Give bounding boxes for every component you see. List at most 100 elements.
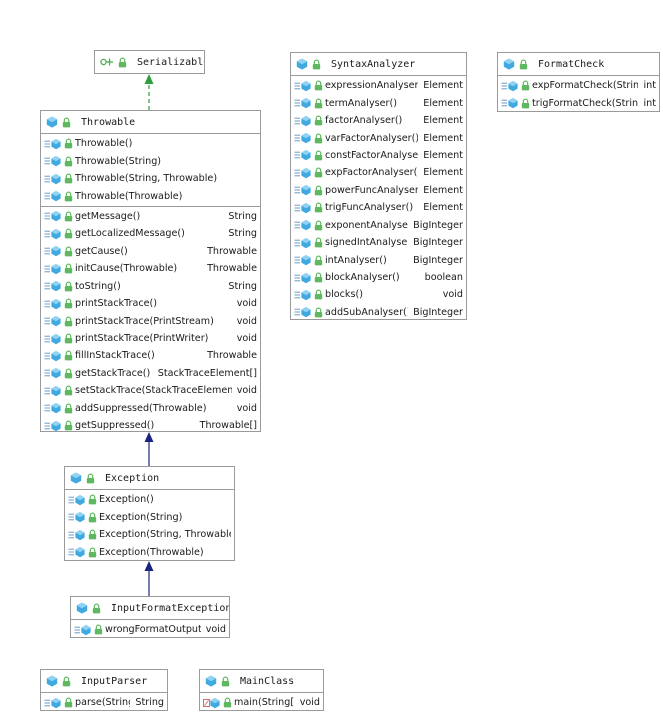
member-name: getSuppressed(): [75, 420, 155, 432]
member-return-type: StackTraceElement[]: [157, 367, 257, 379]
method-icon: [44, 173, 62, 185]
member-name: expFormatCheck(String): [532, 80, 639, 92]
member-row[interactable]: fillInStackTrace()Throwable: [41, 347, 260, 364]
class-box-syntaxanalyzer[interactable]: SyntaxAnalyzer expressionAnalyser()Elemen…: [290, 52, 467, 320]
lock-icon: [64, 246, 73, 257]
lock-icon: [64, 156, 73, 167]
member-row[interactable]: wrongFormatOutput()void: [71, 621, 229, 638]
member-row[interactable]: factorAnalyser()Element: [291, 112, 466, 129]
member-name: parse(String): [75, 697, 130, 709]
member-row[interactable]: expFormatCheck(String)int: [498, 77, 659, 94]
class-icon: [46, 675, 58, 687]
method-icon: [294, 289, 312, 301]
method-icon: [44, 350, 62, 362]
member-row[interactable]: addSuppressed(Throwable)void: [41, 400, 260, 417]
lock-icon: [314, 307, 323, 318]
member-row[interactable]: getStackTrace()StackTraceElement[]: [41, 365, 260, 382]
member-row[interactable]: blocks()void: [291, 286, 466, 303]
member-return-type: String: [135, 697, 164, 709]
member-row[interactable]: signedIntAnalyser()BigInteger: [291, 234, 466, 251]
member-name: constFactorAnalyser(): [325, 149, 419, 161]
member-row[interactable]: Throwable(): [41, 135, 260, 152]
lock-icon: [64, 228, 73, 239]
member-row[interactable]: getMessage()String: [41, 208, 260, 225]
lock-icon: [88, 529, 97, 540]
lock-icon: [88, 512, 97, 523]
lock-icon: [64, 697, 73, 708]
lock-icon: [223, 697, 232, 708]
member-row[interactable]: exponentAnalyser()BigInteger: [291, 217, 466, 234]
member-row[interactable]: Throwable(String, Throwable): [41, 170, 260, 187]
lock-icon: [64, 316, 73, 327]
member-return-type: int: [643, 97, 656, 109]
member-row[interactable]: powerFuncAnalyser()Element: [291, 182, 466, 199]
member-name: Throwable(): [75, 138, 133, 150]
method-icon: [294, 132, 312, 144]
extends-arrow-exception-throwable: [144, 432, 154, 466]
class-name: InputParser: [81, 675, 148, 687]
member-name: addSubAnalyser(): [325, 306, 409, 318]
member-return-type: Element: [423, 167, 463, 179]
class-name: SyntaxAnalyzer: [331, 58, 416, 70]
member-row[interactable]: getLocalizedMessage()String: [41, 225, 260, 242]
implements-arrow-throwable-serializable: [144, 74, 154, 110]
class-icon: [503, 58, 515, 70]
member-row[interactable]: expFactorAnalyser() Element: [291, 164, 466, 181]
member-return-type: Throwable[]: [199, 420, 257, 432]
interface-box-serializable[interactable]: Serializable: [94, 50, 205, 74]
lock-icon: [64, 385, 73, 396]
member-name: printStackTrace(): [75, 298, 158, 310]
member-row[interactable]: toString()String: [41, 278, 260, 295]
class-box-inputparser[interactable]: InputParser parse(String) String: [40, 669, 168, 711]
class-icon: [205, 675, 217, 687]
member-row[interactable]: parse(String) String: [41, 694, 167, 711]
member-row[interactable]: Throwable(Throwable): [41, 187, 260, 204]
member-row[interactable]: printStackTrace(PrintWriter)void: [41, 330, 260, 347]
class-name: Exception: [105, 472, 160, 484]
member-name: Throwable(String): [75, 155, 162, 167]
member-name: printStackTrace(PrintWriter): [75, 333, 209, 345]
member-row[interactable]: Exception(String): [65, 508, 234, 525]
lock-icon: [86, 473, 95, 484]
methods-section: Exception()Exception(String)Exception(St…: [65, 490, 234, 562]
member-name: main(String[]): [234, 697, 295, 709]
member-row[interactable]: printStackTrace()void: [41, 295, 260, 312]
member-name: exponentAnalyser(): [325, 219, 408, 231]
member-row[interactable]: getCause()Throwable: [41, 243, 260, 260]
member-row[interactable]: trigFuncAnalyser()Element: [291, 199, 466, 216]
member-row[interactable]: main(String[])void: [200, 694, 323, 711]
member-row[interactable]: intAnalyser()BigInteger: [291, 251, 466, 268]
member-row[interactable]: constFactorAnalyser()Element: [291, 147, 466, 164]
lock-icon: [521, 98, 530, 109]
class-icon: [46, 116, 58, 128]
member-row[interactable]: blockAnalyser()boolean: [291, 269, 466, 286]
lock-icon: [64, 333, 73, 344]
member-row[interactable]: Exception(): [65, 491, 234, 508]
lock-icon: [94, 624, 103, 635]
member-name: getCause(): [75, 245, 128, 257]
member-row[interactable]: Exception(Throwable): [65, 543, 234, 560]
member-row[interactable]: printStackTrace(PrintStream)void: [41, 312, 260, 329]
member-return-type: void: [236, 402, 257, 414]
methods-section: parse(String) String: [41, 693, 167, 712]
member-row[interactable]: expressionAnalyser()Element: [291, 77, 466, 94]
method-icon: [44, 697, 62, 709]
member-row[interactable]: Throwable(String): [41, 152, 260, 169]
member-row[interactable]: termAnalyser()Element: [291, 94, 466, 111]
member-row[interactable]: addSubAnalyser()BigInteger: [291, 304, 466, 321]
member-return-type: void: [442, 289, 463, 301]
member-row[interactable]: initCause(Throwable)Throwable: [41, 260, 260, 277]
member-row[interactable]: varFactorAnalyser()Element: [291, 129, 466, 146]
member-row[interactable]: setStackTrace(StackTraceElement[])void: [41, 382, 260, 399]
member-name: expFactorAnalyser(): [325, 167, 419, 179]
member-row[interactable]: getSuppressed() Throwable[]: [41, 417, 260, 434]
member-row[interactable]: Exception(String, Throwable): [65, 526, 234, 543]
member-row[interactable]: trigFormatCheck(String)int: [498, 94, 659, 111]
class-header: MainClass: [200, 670, 323, 693]
